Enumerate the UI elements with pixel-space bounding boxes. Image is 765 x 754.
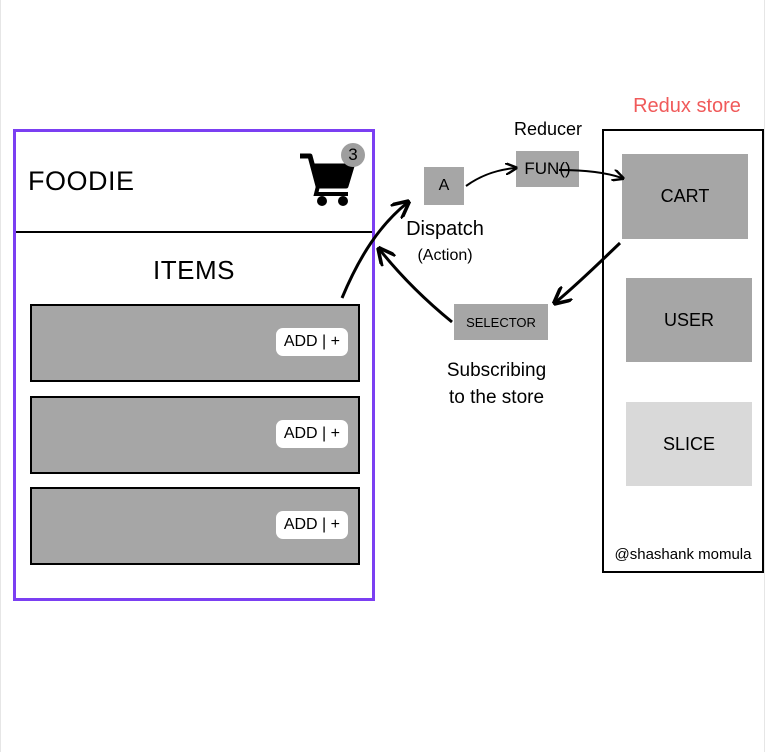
dispatch-label: Dispatch [406, 218, 484, 240]
subscribe-label-line2: to the store [448, 387, 545, 408]
dispatch-sublabel: (Action) [417, 247, 473, 264]
subscribe-label-line1: Subscribing [446, 360, 547, 381]
add-button[interactable]: ADD | + [275, 511, 348, 539]
reducer-function-box: FUN() [516, 151, 579, 187]
item-card: ADD | + [30, 304, 360, 382]
store-slice-generic: SLICE [626, 402, 752, 486]
action-box: A [424, 167, 464, 205]
subscribe-label: Subscribing to the store [425, 357, 568, 411]
selector-box: SELECTOR [454, 304, 548, 340]
add-button[interactable]: ADD | + [275, 420, 348, 448]
reducer-label: Reducer [513, 119, 583, 139]
item-card: ADD | + [30, 487, 360, 565]
redux-store: CART USER SLICE @shashank momula [602, 129, 764, 573]
app-header: FOODIE 3 [16, 132, 372, 233]
app-mockup: FOODIE 3 ITEMS ADD | + ADD | + ADD | + [13, 129, 375, 601]
store-slice-cart: CART [622, 154, 748, 239]
cart-count-badge: 3 [341, 143, 365, 167]
store-title: Redux store [633, 95, 741, 117]
store-slice-user: USER [626, 278, 752, 362]
item-card: ADD | + [30, 396, 360, 474]
author-credit: @shashank momula [614, 546, 752, 563]
app-title: FOODIE [28, 166, 135, 196]
items-heading: ITEMS [153, 255, 235, 285]
shopping-cart-icon[interactable] [298, 152, 356, 208]
add-button[interactable]: ADD | + [275, 328, 348, 356]
